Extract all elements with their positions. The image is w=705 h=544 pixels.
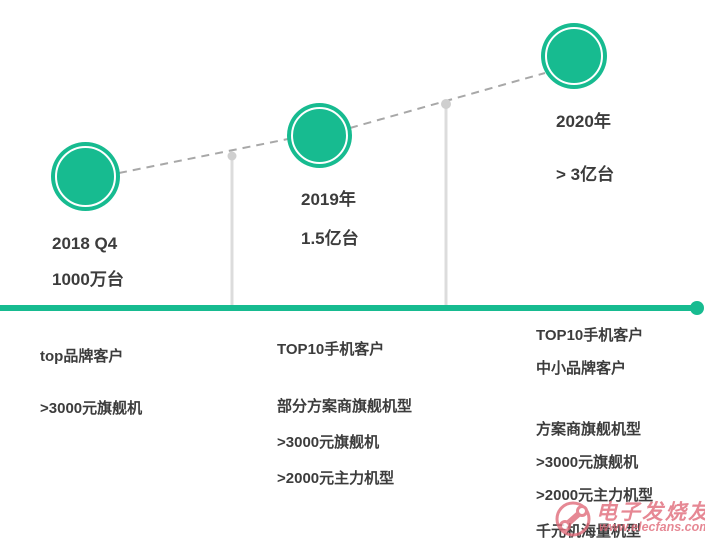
trend-dashed-line-1 xyxy=(118,138,289,174)
timeline-axis-bar xyxy=(0,305,698,311)
feature-item: 中小品牌客户 xyxy=(536,360,627,377)
feature-item: 方案商旗舰机型 xyxy=(536,421,642,438)
feature-item: TOP10手机客户 xyxy=(536,327,644,344)
phase-details-2019: TOP10手机客户部分方案商旗舰机型 >3000元旗舰机 >2000元主力机型 xyxy=(277,341,412,506)
milestone-bubble-2020 xyxy=(541,23,607,89)
feature-item: >2000元主力机型 xyxy=(277,470,395,487)
milestone-bubble-2019 xyxy=(287,103,352,168)
feature-item: TOP10手机客户 xyxy=(277,341,385,358)
phase-details-2020: TOP10手机客户中小品牌客户方案商旗舰机型 >3000元旗舰机 >2000元主力机… xyxy=(536,327,653,544)
guide-cap-2018 xyxy=(227,151,237,161)
milestone-year: 2018 Q4 xyxy=(52,234,118,253)
milestone-year: 2019年 xyxy=(301,190,356,209)
milestone-year: 2020年 xyxy=(556,112,611,131)
feature-item: >2000元主力机型 xyxy=(536,487,654,504)
phase-details-2018: top品牌客户 >3000元旗舰机 xyxy=(40,348,142,452)
timeline-axis-end-dot xyxy=(690,301,704,315)
milestone-label-2020: 2020年 > 3亿台 xyxy=(556,112,614,185)
feature-item: >3000元旗舰机 xyxy=(40,400,143,417)
milestone-volume: 1.5亿台 xyxy=(301,229,359,248)
feature-item: >3000元旗舰机 xyxy=(277,434,380,451)
feature-item: 部分方案商旗舰机型 xyxy=(277,398,413,415)
trend-dashed-line-2 xyxy=(349,72,546,129)
milestone-label-2018: 2018 Q4 1000万台 xyxy=(52,234,124,290)
milestone-volume: > 3亿台 xyxy=(556,165,615,184)
milestone-volume: 1000万台 xyxy=(52,270,124,289)
milestone-bubble-2018 xyxy=(51,142,120,211)
feature-item: 千元机海量机型 xyxy=(536,523,642,540)
milestone-label-2019: 2019年 1.5亿台 xyxy=(301,190,359,249)
feature-item: top品牌客户 xyxy=(40,348,124,365)
feature-item: >3000元旗舰机 xyxy=(536,454,639,471)
guide-cap-2019 xyxy=(441,99,451,109)
